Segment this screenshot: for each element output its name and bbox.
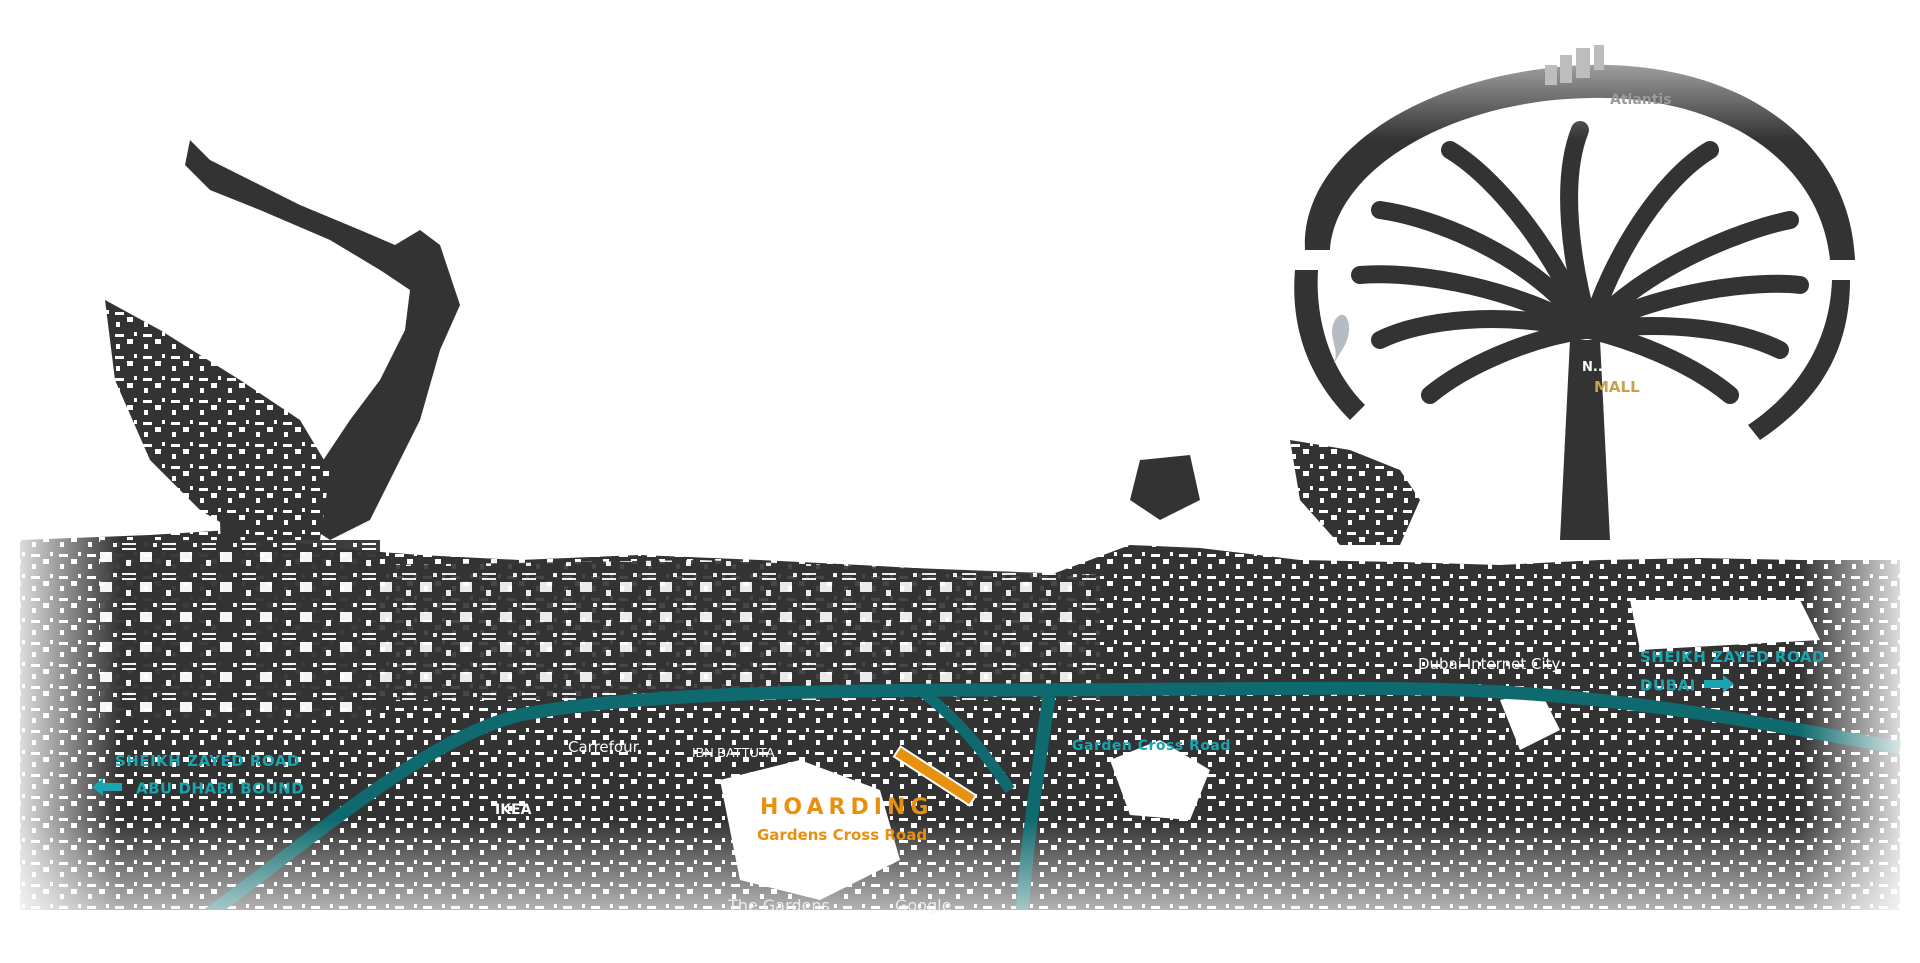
atlantis-building-icon bbox=[1545, 45, 1604, 85]
the-palm-label: THE PALM bbox=[1508, 395, 1543, 403]
the-view-label: VIEW bbox=[1510, 380, 1542, 394]
szr-east-label: SHEIKH ZAYED ROAD bbox=[1640, 648, 1825, 666]
hotel-logo-icon bbox=[1330, 314, 1350, 370]
garden-cross-road-label: Garden Cross Road bbox=[1072, 738, 1231, 754]
hoarding-title: HOARDING bbox=[760, 795, 934, 820]
atlantis-label: Atlantis bbox=[1610, 92, 1672, 108]
ibn-battuta-label: IBN BATTUTA bbox=[692, 745, 775, 760]
szr-west-label: SHEIKH ZAYED ROAD bbox=[115, 752, 300, 770]
szr-east-direction: DUBAI bbox=[1640, 675, 1734, 697]
nakheel-mall-label-line1: N... bbox=[1582, 360, 1608, 375]
palm-jumeirah bbox=[1280, 40, 1880, 540]
marina-land bbox=[100, 140, 460, 720]
the-gardens-label: The Gardens bbox=[728, 896, 830, 915]
carrefour-label: Carrefour bbox=[568, 738, 639, 756]
hoarding-subtitle: Gardens Cross Road bbox=[757, 826, 928, 844]
szr-west-direction: ABU DHABI BOUND bbox=[92, 778, 304, 800]
sheikh-zayed-road bbox=[196, 681, 1902, 926]
ikea-label: IKEA bbox=[495, 802, 532, 818]
interchange-ramp bbox=[916, 685, 1015, 794]
abu-dhabi-bound-label: ABU DHABI BOUND bbox=[136, 779, 305, 798]
hoarding-marker[interactable] bbox=[892, 745, 978, 807]
arrow-right-icon bbox=[1703, 675, 1734, 697]
google-label: Google bbox=[895, 896, 952, 915]
nakheel-mall-label: MALL bbox=[1594, 378, 1640, 396]
harbour-land bbox=[1130, 440, 1420, 545]
dubai-internet-city-label: Dubai Internet City bbox=[1418, 655, 1561, 673]
arrow-left-icon bbox=[92, 778, 122, 800]
dubai-label: DUBAI bbox=[1640, 676, 1696, 695]
